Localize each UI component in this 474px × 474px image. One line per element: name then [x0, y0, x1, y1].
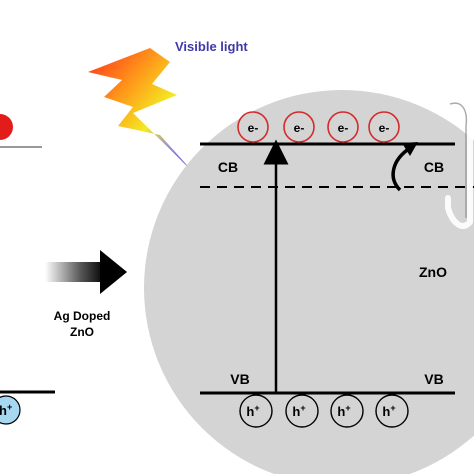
electron-row: e- e- e- e-	[237, 111, 400, 143]
doping-label-line2: ZnO	[70, 325, 94, 339]
vb-label-right: VB	[424, 371, 443, 387]
hole: h+	[375, 394, 409, 428]
svg-text:h+: h+	[382, 403, 395, 419]
hole: h+	[239, 394, 273, 428]
electron-transfer-arrow	[391, 146, 412, 192]
svg-text:e-: e-	[294, 121, 305, 135]
material-label: ZnO	[419, 264, 447, 280]
left-hole-label: h+	[0, 402, 12, 418]
svg-text:h+: h+	[246, 403, 259, 419]
electron: e-	[327, 111, 359, 143]
lightning-bolt-icon	[88, 48, 193, 172]
doping-arrow	[45, 250, 127, 294]
svg-text:e-: e-	[248, 121, 259, 135]
cb-label-right: CB	[424, 159, 444, 175]
svg-text:e-: e-	[379, 121, 390, 135]
ag-particle	[0, 114, 13, 140]
vb-label-left: VB	[230, 371, 249, 387]
svg-text:h+: h+	[337, 403, 350, 419]
visible-light-label: Visible light	[175, 39, 248, 54]
electron: e-	[283, 111, 315, 143]
zno-sphere	[144, 90, 474, 474]
electron: e-	[237, 111, 269, 143]
left-hole-circle	[0, 395, 21, 425]
electron: e-	[368, 111, 400, 143]
svg-text:h+: h+	[292, 403, 305, 419]
hole: h+	[330, 394, 364, 428]
hole: h+	[285, 394, 319, 428]
svg-text:e-: e-	[338, 121, 349, 135]
sphere-edge-glow	[445, 93, 474, 229]
cb-label-left: CB	[218, 159, 238, 175]
doping-label-line1: Ag Doped	[54, 309, 111, 323]
hole-row: h+ h+ h+ h+	[239, 394, 409, 428]
